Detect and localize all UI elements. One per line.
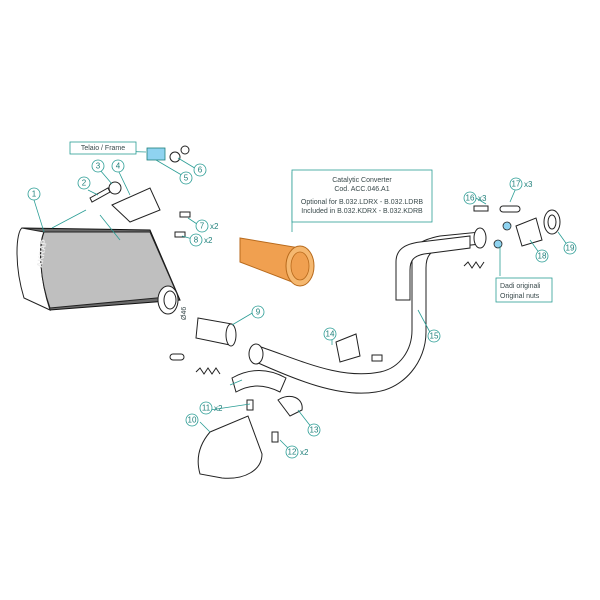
qty-7: x2 xyxy=(210,222,219,231)
callout-13-num: 13 xyxy=(310,426,319,435)
callout-9-num: 9 xyxy=(256,308,261,317)
callout-6: 6 xyxy=(193,163,207,177)
callout-10-num: 10 xyxy=(188,416,197,425)
callout-19-num: 19 xyxy=(566,244,575,253)
callout-9: 9 xyxy=(251,305,265,319)
callout-8-num: 8 xyxy=(194,236,199,245)
callout-17-num: 17 xyxy=(512,180,521,189)
callout-4: 4 xyxy=(111,159,125,173)
header-pipe xyxy=(248,227,487,394)
callout-2: 2 xyxy=(77,176,91,190)
bolt-12 xyxy=(271,431,279,443)
heat-shield xyxy=(197,415,263,479)
db-killer-insert xyxy=(195,317,237,347)
washer-6 xyxy=(169,151,181,163)
spring-17 xyxy=(499,205,521,213)
callout-18-num: 18 xyxy=(538,252,547,261)
callout-16: 16 xyxy=(463,191,477,205)
catalytic-converter xyxy=(239,237,315,287)
callout-5-num: 5 xyxy=(184,174,189,183)
clamp-14 xyxy=(335,333,361,363)
frame-label-box xyxy=(69,141,137,155)
frame-bracket xyxy=(111,187,161,223)
callout-1-num: 1 xyxy=(32,190,37,199)
callout-3: 3 xyxy=(91,159,105,173)
bolt-11 xyxy=(246,399,254,411)
callout-7: 7 xyxy=(195,219,209,233)
bolt-7 xyxy=(179,211,191,218)
bolt-8 xyxy=(174,231,186,238)
nuts-label-it: Dadi originali xyxy=(500,283,541,290)
callout-1: 1 xyxy=(27,187,41,201)
callout-6-num: 6 xyxy=(198,166,203,175)
callout-18: 18 xyxy=(535,249,549,263)
catalyst-info-box xyxy=(291,169,433,223)
diameter-label: Ø46 xyxy=(181,307,188,320)
catalyst-optional: Optional for B.032.LDRX - B.032.LDRB xyxy=(301,199,424,206)
callout-4-num: 4 xyxy=(116,162,121,171)
nut-18a xyxy=(502,221,512,231)
bolt-3 xyxy=(108,181,122,195)
qty-12: x2 xyxy=(300,448,309,457)
callout-19: 19 xyxy=(563,241,577,255)
qty-16: x3 xyxy=(478,194,487,203)
callout-15: 15 xyxy=(427,329,441,343)
bolt-2 xyxy=(89,187,111,203)
sensor-bung xyxy=(371,354,383,362)
callout-15-num: 15 xyxy=(430,332,439,341)
callout-8: 8 xyxy=(189,233,203,247)
callout-10: 10 xyxy=(185,413,199,427)
nuts-label-en: Original nuts xyxy=(500,293,540,300)
callout-13: 13 xyxy=(307,423,321,437)
callout-11-num: 11 xyxy=(202,404,211,413)
callout-17: 17 xyxy=(509,177,523,191)
catalyst-title: Catalytic Converter xyxy=(332,177,392,184)
nuts-label-box xyxy=(495,277,553,303)
callout-12: 12 xyxy=(285,445,299,459)
qty-8: x2 xyxy=(204,236,213,245)
callout-5: 5 xyxy=(179,171,193,185)
flange-18 xyxy=(515,217,543,247)
callout-3-num: 3 xyxy=(96,162,101,171)
spring xyxy=(195,367,221,375)
frame-link-part xyxy=(146,147,166,161)
callout-12-num: 12 xyxy=(288,448,297,457)
muffler: AKRAP xyxy=(16,227,181,315)
nut-18b xyxy=(493,239,503,249)
stud-16 xyxy=(473,205,489,212)
spring-clip xyxy=(169,353,185,361)
link-pipe xyxy=(231,370,287,393)
clamp-13 xyxy=(277,395,303,417)
catalyst-included: Included in B.032.KDRX - B.032.KDRB xyxy=(301,208,423,215)
frame-label: Telaio / Frame xyxy=(81,145,125,152)
callout-16-num: 16 xyxy=(466,194,475,203)
qty-17: x3 xyxy=(524,180,533,189)
catalyst-code: Cod. ACC.046.A1 xyxy=(334,186,389,193)
callout-14: 14 xyxy=(323,327,337,341)
callout-11: 11 xyxy=(199,401,213,415)
nut-6 xyxy=(180,145,190,155)
callout-7-num: 7 xyxy=(200,222,205,231)
spring-16 xyxy=(463,261,485,269)
qty-11: x2 xyxy=(214,404,223,413)
callout-14-num: 14 xyxy=(326,330,335,339)
callout-2-num: 2 xyxy=(82,179,87,188)
